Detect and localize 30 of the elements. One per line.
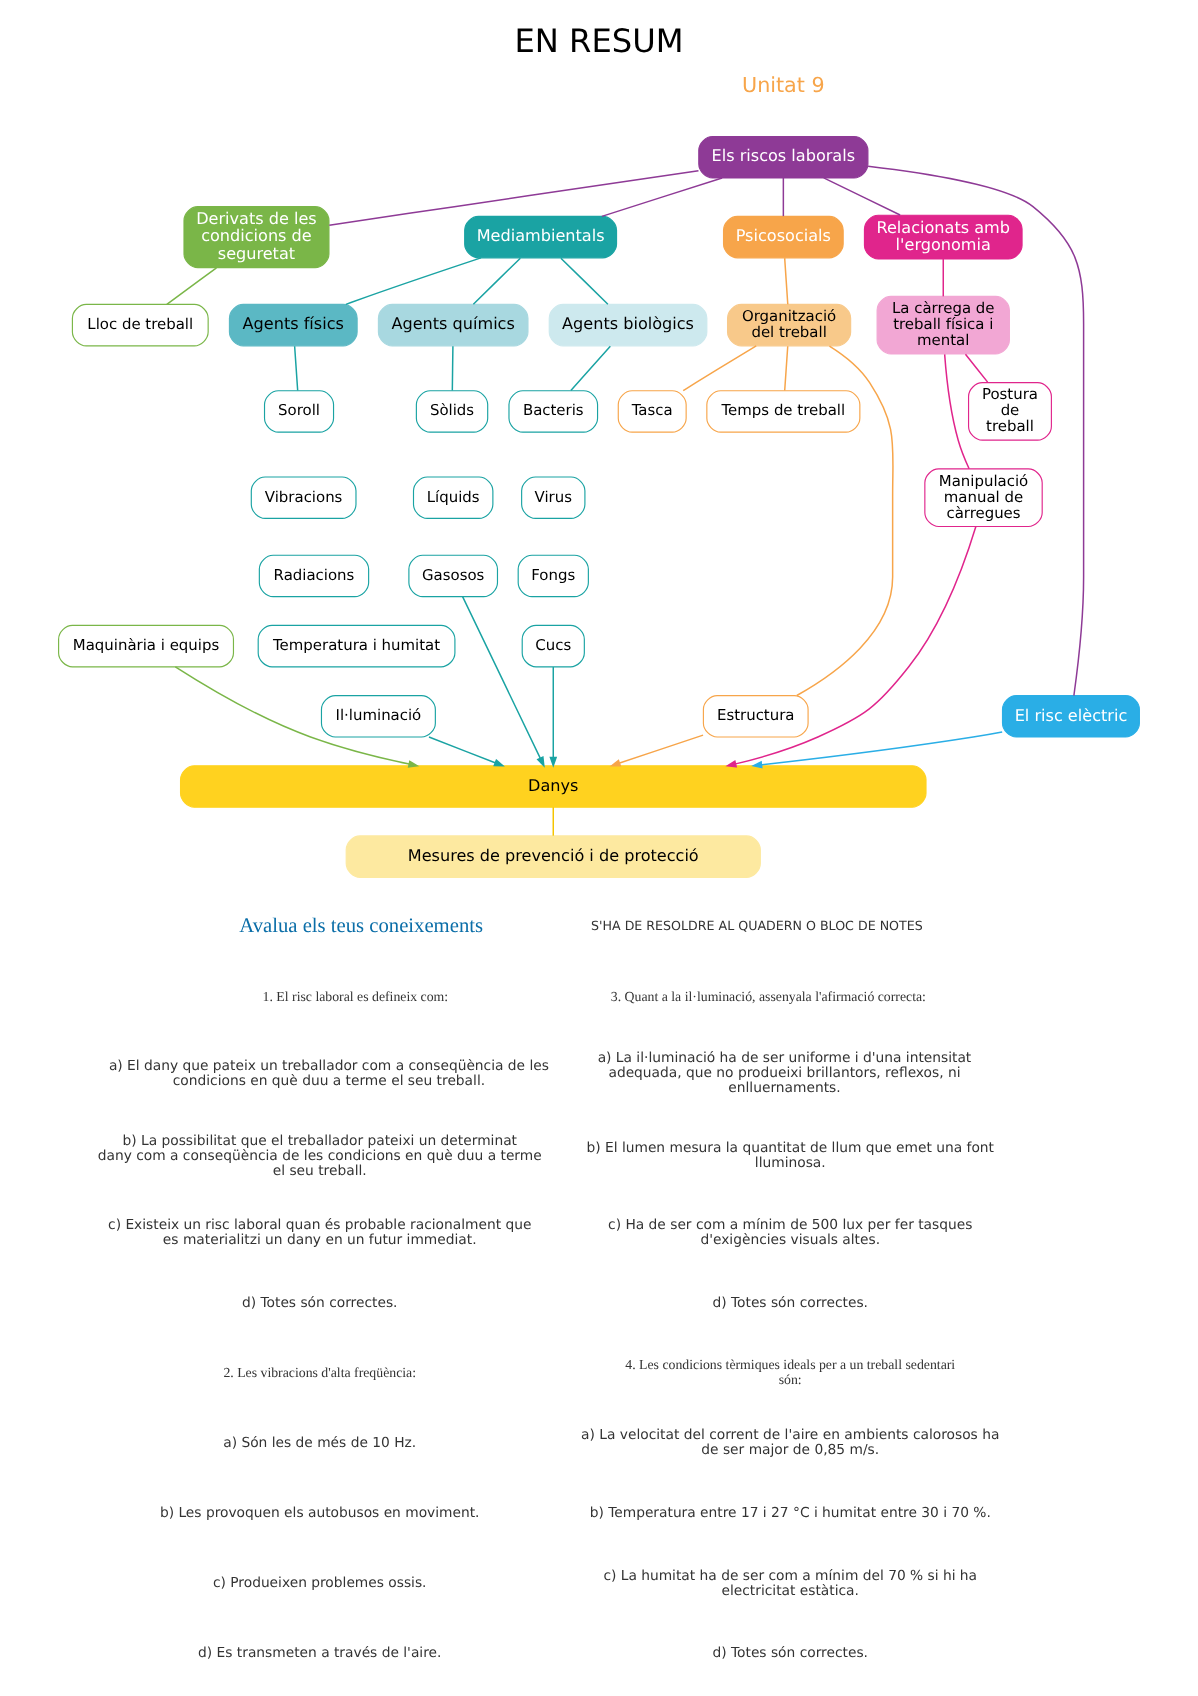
connector xyxy=(601,177,723,218)
connector xyxy=(345,257,482,306)
arrow xyxy=(751,731,1003,769)
connector xyxy=(472,257,522,305)
label: Avalua els teus coneixements xyxy=(239,915,484,938)
diagram-title: EN RESUM xyxy=(514,21,684,60)
connector xyxy=(782,177,785,217)
connector xyxy=(783,257,789,305)
connector xyxy=(552,806,554,837)
connector xyxy=(964,353,989,383)
arrow xyxy=(174,666,420,768)
arrow xyxy=(461,595,545,768)
connector xyxy=(451,345,454,392)
connector xyxy=(796,345,894,697)
connector xyxy=(822,177,901,216)
arrow xyxy=(609,734,704,767)
connector xyxy=(783,345,789,392)
connector xyxy=(943,353,970,470)
label: Unitat 9 xyxy=(742,74,825,99)
connector xyxy=(328,170,700,226)
connector xyxy=(942,258,944,298)
connector xyxy=(867,165,1085,697)
connector xyxy=(560,257,609,305)
connector xyxy=(166,267,218,306)
arrow xyxy=(549,666,558,768)
arrow xyxy=(428,736,505,767)
connector xyxy=(293,345,299,392)
arrow xyxy=(725,525,977,768)
connector xyxy=(682,345,757,392)
connector xyxy=(570,345,612,392)
